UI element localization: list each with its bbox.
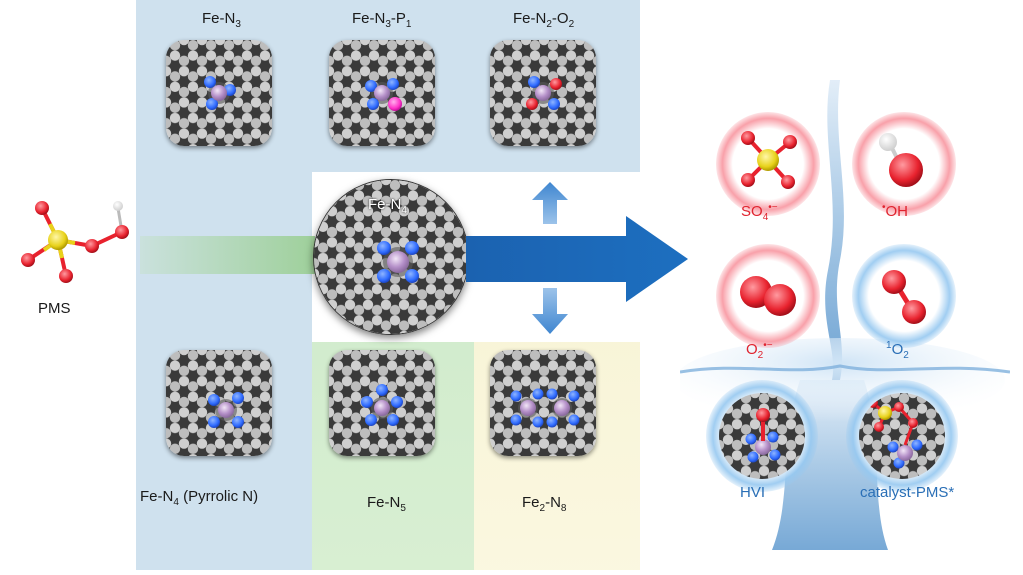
nitrogen-atom-icon	[911, 439, 923, 451]
pms-molecule-icon	[21, 201, 129, 283]
fe-n4-label: Fe-N4	[368, 196, 407, 216]
arrow-down-icon	[532, 288, 568, 334]
nitrogen-atom-icon	[510, 414, 522, 426]
nitrogen-atom-icon	[767, 431, 779, 443]
fe-atom-icon	[554, 400, 570, 416]
nitrogen-atom-icon	[391, 396, 403, 408]
pms-input-beam	[140, 236, 315, 274]
arrow-up-icon	[532, 182, 568, 224]
oxygen-atom-icon	[550, 78, 562, 90]
hvi-label: HVI	[740, 484, 766, 501]
fe-atom-icon	[520, 400, 536, 416]
fe-atom-icon	[374, 85, 390, 101]
fe-n4-structure	[313, 179, 469, 335]
so4-radical-icon	[741, 131, 797, 189]
nitrogen-atom-icon	[405, 269, 419, 283]
fe2-n8-structure	[490, 350, 596, 456]
oh-radical-icon	[879, 133, 923, 187]
nitrogen-atom-icon	[532, 388, 544, 400]
fe-n2-o2-label: Fe-N2-O2	[513, 10, 575, 30]
fe-atom-icon	[387, 251, 409, 273]
fe-atom-icon	[755, 439, 771, 455]
nitrogen-atom-icon	[387, 78, 399, 90]
nitrogen-atom-icon	[745, 433, 757, 445]
fe-n5-structure	[329, 350, 435, 456]
nitrogen-atom-icon	[887, 441, 899, 453]
nitrogen-atom-icon	[528, 76, 540, 88]
fe-n3-p1-structure	[329, 40, 435, 146]
nitrogen-atom-icon	[367, 98, 379, 110]
fe-n3-label: Fe-N3	[202, 10, 241, 30]
nitrogen-atom-icon	[568, 390, 580, 402]
oh-radical-label: •OH	[882, 202, 909, 220]
fe-atom-icon	[535, 85, 551, 101]
nitrogen-atom-icon	[232, 392, 244, 404]
fe-atom-icon	[374, 400, 390, 416]
fe-n4-pyrrolic-label: Fe-N4 (Pyrrolic N)	[140, 488, 259, 508]
nitrogen-atom-icon	[747, 451, 759, 463]
fe-n2-o2-structure	[490, 40, 596, 146]
singlet-oxygen-label: 1O2	[886, 340, 909, 361]
nitrogen-atom-icon	[387, 414, 399, 426]
fe-atom-icon	[897, 445, 913, 461]
nitrogen-atom-icon	[208, 416, 220, 428]
catalyst-pms-structure	[859, 393, 945, 479]
catalyst-pms-label: catalyst-PMS*	[860, 484, 955, 501]
fe-atom-icon	[218, 402, 234, 418]
pms-label: PMS	[38, 300, 71, 317]
nitrogen-atom-icon	[377, 269, 391, 283]
nitrogen-atom-icon	[405, 241, 419, 255]
fe-n5-label: Fe-N5	[367, 494, 406, 514]
nitrogen-atom-icon	[377, 241, 391, 255]
nitrogen-atom-icon	[532, 416, 544, 428]
oxygen-atom-icon	[756, 408, 770, 422]
nitrogen-atom-icon	[365, 414, 377, 426]
superoxide-label: O2•−	[746, 340, 773, 361]
so4-radical-label: SO4•−	[741, 202, 778, 223]
nitrogen-atom-icon	[546, 388, 558, 400]
nitrogen-atom-icon	[361, 396, 373, 408]
nitrogen-atom-icon	[769, 449, 781, 461]
fe-n4-pyrrolic-structure	[166, 350, 272, 456]
fe-n3-structure	[166, 40, 272, 146]
phosphorus-atom-icon	[388, 97, 402, 111]
nitrogen-atom-icon	[510, 390, 522, 402]
nitrogen-atom-icon	[232, 416, 244, 428]
nitrogen-atom-icon	[376, 384, 388, 396]
nitrogen-atom-icon	[206, 98, 218, 110]
oxygen-atom-icon	[526, 98, 538, 110]
nitrogen-atom-icon	[546, 416, 558, 428]
nitrogen-atom-icon	[365, 80, 377, 92]
nitrogen-atom-icon	[548, 98, 560, 110]
fe-n3-p1-label: Fe-N3-P1	[352, 10, 412, 30]
fe2-n8-label: Fe2-N8	[522, 494, 567, 514]
fe-atom-icon	[211, 85, 227, 101]
nitrogen-atom-icon	[208, 394, 220, 406]
nitrogen-atom-icon	[568, 414, 580, 426]
arrow-right-icon	[466, 216, 688, 302]
superoxide-icon	[740, 276, 796, 316]
singlet-oxygen-icon	[882, 270, 926, 324]
hvi-structure	[719, 393, 805, 479]
nitrogen-atom-icon	[204, 76, 216, 88]
